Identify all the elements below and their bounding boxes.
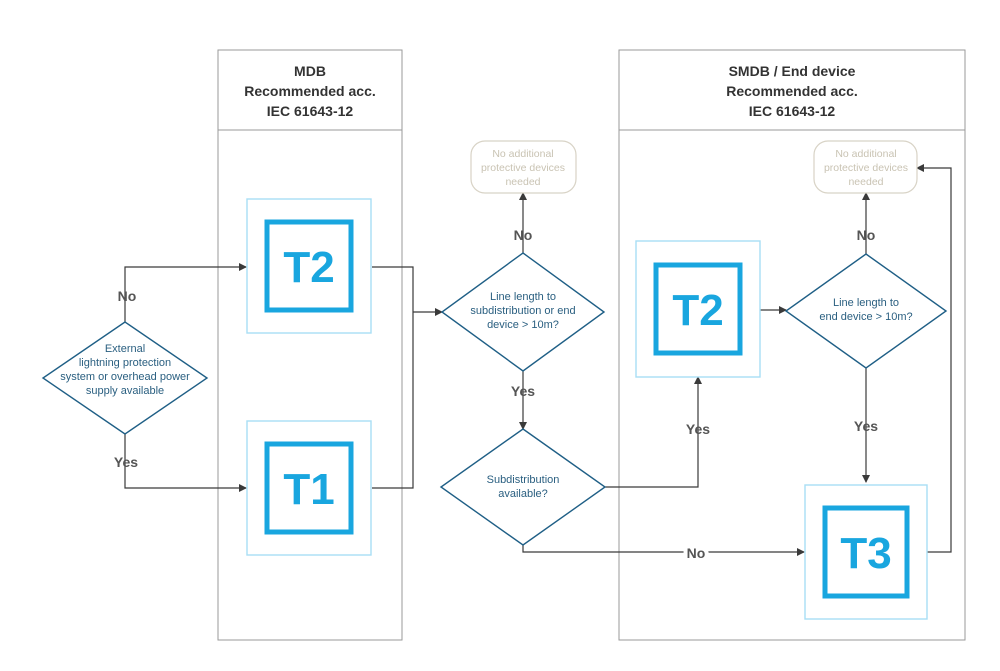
t2-smdb-label: T2 — [672, 286, 723, 335]
label-line-sub-no: No — [514, 227, 533, 243]
edge-external-yes — [124, 434, 247, 492]
device-t3-smdb: T3 — [804, 484, 928, 620]
svg-text:device > 10m?: device > 10m? — [487, 319, 559, 331]
edge-external-no — [124, 263, 247, 322]
svg-text:system or overhead power: system or overhead power — [60, 371, 190, 383]
smdb-subtitle: Recommended acc. — [726, 83, 858, 99]
svg-text:needed: needed — [848, 176, 883, 188]
label-external-yes: Yes — [114, 454, 138, 470]
mdb-panel: MDB Recommended acc. IEC 61643-12 — [217, 49, 403, 641]
svg-text:end device > 10m?: end device > 10m? — [819, 311, 912, 323]
svg-text:Line length to: Line length to — [490, 291, 556, 303]
edge-sub-yes — [605, 376, 702, 488]
t3-smdb-label: T3 — [840, 529, 891, 578]
terminal-no-additional-1: No additional protective devices needed — [470, 140, 577, 194]
svg-text:Line length to: Line length to — [833, 297, 899, 309]
smdb-standard: IEC 61643-12 — [749, 103, 836, 119]
edge-t3-loop — [916, 164, 952, 553]
edge-t2-merge — [372, 266, 414, 312]
edge-sub-no — [522, 545, 805, 556]
svg-text:subdistribution or end: subdistribution or end — [470, 305, 575, 317]
svg-text:No additional: No additional — [835, 148, 896, 160]
svg-text:No additional: No additional — [492, 148, 553, 160]
decision-external: External lightning protection system or … — [41, 321, 209, 435]
t1-mdb-label: T1 — [283, 465, 334, 514]
svg-text:supply available: supply available — [86, 385, 164, 397]
svg-text:protective devices: protective devices — [481, 162, 565, 174]
edge-labels: No Yes No Yes Yes No No Yes — [114, 227, 878, 565]
label-line-end-no: No — [857, 227, 876, 243]
device-t2-mdb: T2 — [246, 198, 372, 334]
edge-t1-merge — [372, 312, 414, 489]
t2-mdb-label: T2 — [283, 243, 334, 292]
smdb-panel: SMDB / End device Recommended acc. IEC 6… — [618, 49, 966, 641]
svg-text:protective devices: protective devices — [824, 162, 908, 174]
label-sub-no: No — [687, 545, 706, 561]
terminal-no-additional-2: No additional protective devices needed — [813, 140, 918, 194]
svg-text:lightning protection: lightning protection — [79, 357, 171, 369]
svg-text:needed: needed — [505, 176, 540, 188]
svg-text:External: External — [105, 343, 145, 355]
device-t2-smdb: T2 — [635, 240, 761, 378]
decision-subdistribution: Subdistribution available? — [439, 428, 607, 546]
connectors — [124, 164, 952, 556]
mdb-standard: IEC 61643-12 — [267, 103, 354, 119]
label-external-no: No — [118, 288, 137, 304]
device-t1-mdb: T1 — [246, 420, 372, 556]
mdb-title: MDB — [294, 63, 326, 79]
svg-text:available?: available? — [498, 488, 548, 500]
decision-line-length-sub: Line length to subdistribution or end de… — [440, 252, 606, 372]
svg-text:Subdistribution: Subdistribution — [487, 474, 560, 486]
label-sub-yes: Yes — [686, 421, 710, 437]
label-line-sub-yes: Yes — [511, 383, 535, 399]
mdb-subtitle: Recommended acc. — [244, 83, 376, 99]
decision-line-length-end: Line length to end device > 10m? — [784, 253, 948, 369]
label-line-end-yes: Yes — [854, 418, 878, 434]
smdb-title: SMDB / End device — [729, 63, 856, 79]
